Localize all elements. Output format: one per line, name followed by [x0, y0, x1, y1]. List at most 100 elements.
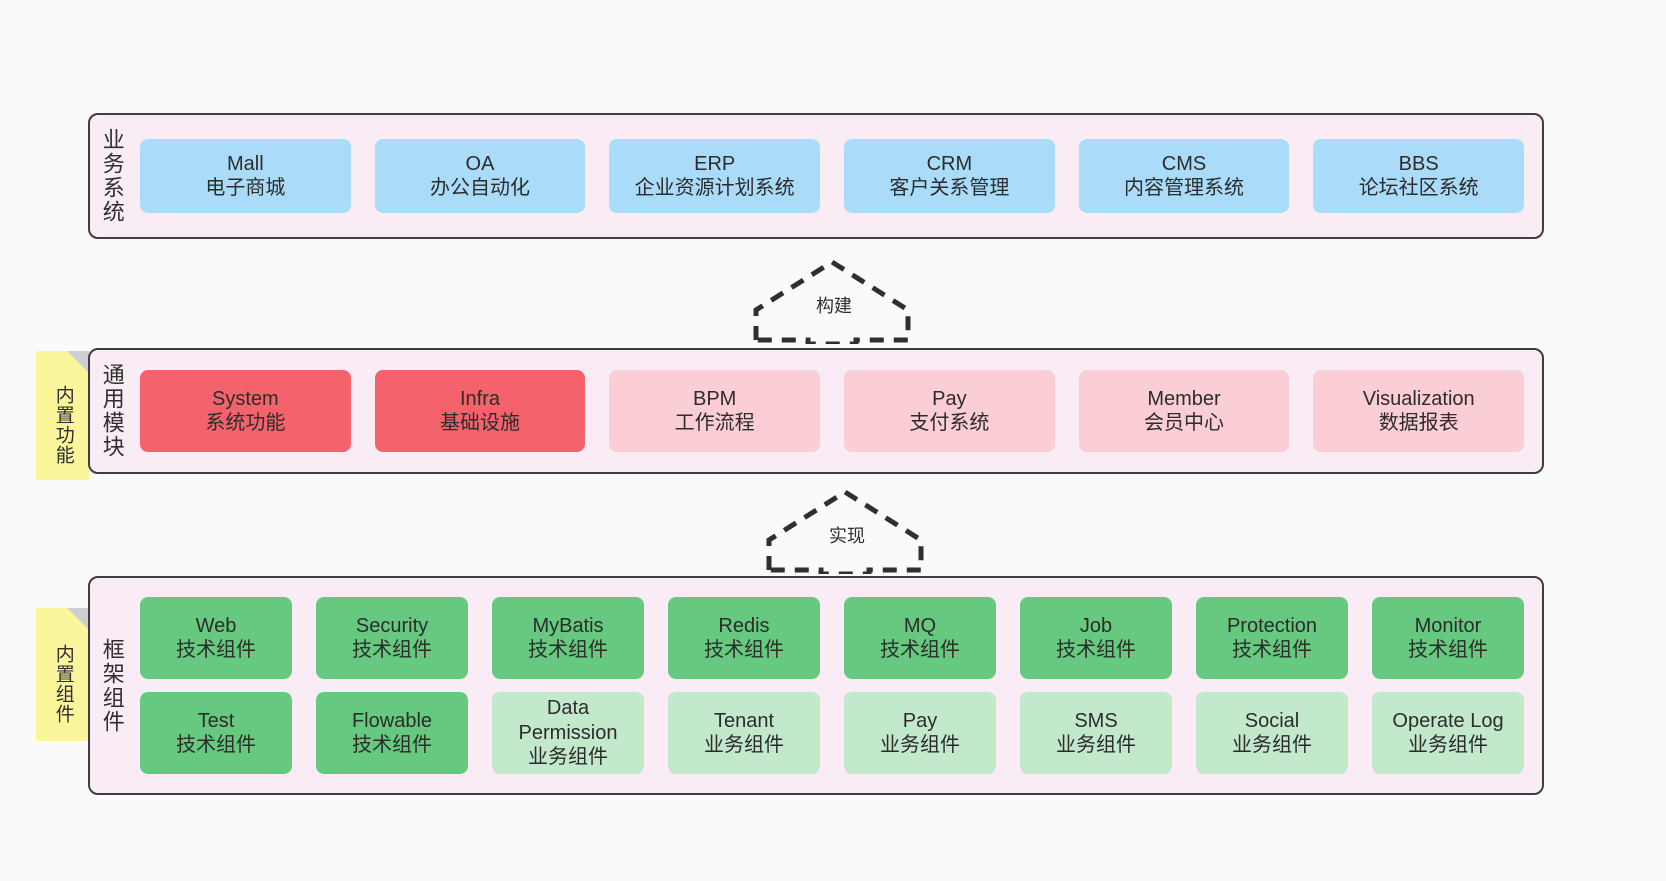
card-subtitle: 内容管理系统 — [1124, 177, 1245, 199]
note-builtin-features: 内置功能 — [36, 351, 89, 480]
module-card-bpm[interactable]: BPM 工作流程 — [609, 370, 821, 452]
card-title: Pay — [902, 709, 938, 732]
card-subtitle: 技术组件 — [528, 639, 608, 661]
card-title: Security — [355, 614, 429, 637]
card-title: Redis — [718, 614, 770, 637]
layer-modules-body: System 系统功能 Infra 基础设施 BPM 工作流程 Pay 支付系统… — [134, 350, 1542, 472]
note-fold-icon — [67, 608, 89, 630]
card-title: CRM — [926, 152, 973, 175]
connector-implement-label: 实现 — [829, 526, 865, 546]
card-title: Pay — [932, 387, 967, 410]
card-title: Visualization — [1362, 387, 1475, 410]
layer-framework-components: 框架组件 Web 技术组件 Security 技术组件 MyBatis 技术组件… — [88, 576, 1544, 795]
business-card-erp[interactable]: ERP 企业资源计划系统 — [609, 139, 821, 213]
business-card-oa[interactable]: OA 办公自动化 — [374, 139, 586, 213]
framework-card-data-permission[interactable]: Data Permission 业务组件 — [492, 692, 644, 774]
module-card-visualization[interactable]: Visualization 数据报表 — [1313, 370, 1525, 452]
note-fold-icon — [67, 351, 89, 373]
card-subtitle: 支付系统 — [909, 412, 990, 434]
note-label: 内置组件 — [52, 643, 74, 724]
framework-card-pay[interactable]: Pay 业务组件 — [844, 692, 996, 774]
card-subtitle: 技术组件 — [352, 639, 432, 661]
card-subtitle: 系统功能 — [205, 412, 286, 434]
module-card-system[interactable]: System 系统功能 — [140, 370, 351, 452]
card-subtitle: 技术组件 — [176, 639, 256, 661]
card-subtitle: 业务组件 — [1232, 734, 1312, 756]
card-title: OA — [465, 152, 495, 175]
framework-card-protection[interactable]: Protection 技术组件 — [1196, 597, 1348, 679]
card-title: CMS — [1161, 152, 1207, 175]
business-card-bbs[interactable]: BBS 论坛社区系统 — [1313, 139, 1525, 213]
card-title: BBS — [1398, 152, 1439, 175]
card-title: Web — [195, 614, 237, 637]
framework-row-tech: Web 技术组件 Security 技术组件 MyBatis 技术组件 Redi… — [140, 597, 1524, 679]
layer-business-systems: 业务系统 Mall 电子商城 OA 办公自动化 ERP 企业资源计划系统 CRM… — [88, 113, 1544, 239]
card-title: System — [211, 387, 279, 410]
layer-business-row: Mall 电子商城 OA 办公自动化 ERP 企业资源计划系统 CRM 客户关系… — [140, 139, 1525, 213]
layer-business-body: Mall 电子商城 OA 办公自动化 ERP 企业资源计划系统 CRM 客户关系… — [134, 115, 1542, 237]
note-builtin-components: 内置组件 — [36, 608, 89, 741]
card-subtitle: 技术组件 — [880, 639, 960, 661]
framework-row-business: Test 技术组件 Flowable 技术组件 Data Permission … — [140, 692, 1524, 774]
business-card-cms[interactable]: CMS 内容管理系统 — [1078, 139, 1290, 213]
note-label: 内置功能 — [52, 384, 74, 465]
framework-card-mq[interactable]: MQ 技术组件 — [844, 597, 996, 679]
framework-card-flowable[interactable]: Flowable 技术组件 — [316, 692, 468, 774]
card-subtitle: 办公自动化 — [430, 177, 530, 199]
layer-common-modules: 通用模块 System 系统功能 Infra 基础设施 BPM 工作流程 Pay… — [88, 348, 1544, 474]
card-title: Social — [1244, 709, 1300, 732]
card-subtitle: 技术组件 — [1232, 639, 1312, 661]
card-title: Job — [1079, 614, 1113, 637]
card-title: Tenant — [713, 709, 775, 732]
card-title: Operate Log — [1392, 709, 1504, 732]
framework-card-web[interactable]: Web 技术组件 — [140, 597, 292, 679]
card-subtitle: 工作流程 — [674, 412, 755, 434]
card-subtitle: 技术组件 — [704, 639, 784, 661]
card-subtitle: 数据报表 — [1378, 412, 1459, 434]
card-subtitle: 论坛社区系统 — [1358, 177, 1479, 199]
card-subtitle: 技术组件 — [352, 734, 432, 756]
layer-modules-title: 通用模块 — [99, 363, 125, 459]
card-subtitle: 电子商城 — [205, 177, 286, 199]
card-subtitle: 业务组件 — [1408, 734, 1488, 756]
card-title: SMS — [1074, 709, 1118, 732]
card-subtitle: 技术组件 — [176, 734, 256, 756]
card-subtitle: 基础设施 — [440, 412, 520, 434]
framework-card-tenant[interactable]: Tenant 业务组件 — [668, 692, 820, 774]
module-card-member[interactable]: Member 会员中心 — [1078, 370, 1290, 452]
framework-card-operate-log[interactable]: Operate Log 业务组件 — [1372, 692, 1524, 774]
framework-card-sms[interactable]: SMS 业务组件 — [1020, 692, 1172, 774]
connector-build-label: 构建 — [816, 296, 852, 316]
card-title: Data Permission — [518, 697, 618, 744]
card-title: Monitor — [1414, 614, 1482, 637]
card-subtitle: 会员中心 — [1144, 412, 1225, 434]
card-title: Member — [1147, 387, 1221, 410]
framework-card-social[interactable]: Social 业务组件 — [1196, 692, 1348, 774]
framework-card-redis[interactable]: Redis 技术组件 — [668, 597, 820, 679]
business-card-crm[interactable]: CRM 客户关系管理 — [844, 139, 1055, 213]
layer-business-title: 业务系统 — [99, 128, 125, 224]
framework-card-test[interactable]: Test 技术组件 — [140, 692, 292, 774]
card-title: MyBatis — [532, 614, 604, 637]
module-card-infra[interactable]: Infra 基础设施 — [374, 370, 586, 452]
module-card-pay[interactable]: Pay 支付系统 — [844, 370, 1055, 452]
card-title: Test — [197, 709, 235, 732]
business-card-mall[interactable]: Mall 电子商城 — [140, 139, 351, 213]
card-title: Protection — [1226, 614, 1318, 637]
card-subtitle: 业务组件 — [704, 734, 784, 756]
card-title: MQ — [903, 614, 937, 637]
framework-card-job[interactable]: Job 技术组件 — [1020, 597, 1172, 679]
framework-card-mybatis[interactable]: MyBatis 技术组件 — [492, 597, 644, 679]
card-title: ERP — [694, 152, 736, 175]
layer-modules-row: System 系统功能 Infra 基础设施 BPM 工作流程 Pay 支付系统… — [140, 370, 1525, 452]
card-title: Flowable — [351, 709, 433, 732]
card-subtitle: 客户关系管理 — [889, 177, 1010, 199]
card-subtitle: 业务组件 — [880, 734, 960, 756]
card-title: Infra — [459, 387, 501, 410]
framework-card-security[interactable]: Security 技术组件 — [316, 597, 468, 679]
card-subtitle: 企业资源计划系统 — [634, 177, 795, 199]
framework-card-monitor[interactable]: Monitor 技术组件 — [1372, 597, 1524, 679]
card-subtitle: 技术组件 — [1408, 639, 1488, 661]
card-title: BPM — [693, 387, 737, 410]
